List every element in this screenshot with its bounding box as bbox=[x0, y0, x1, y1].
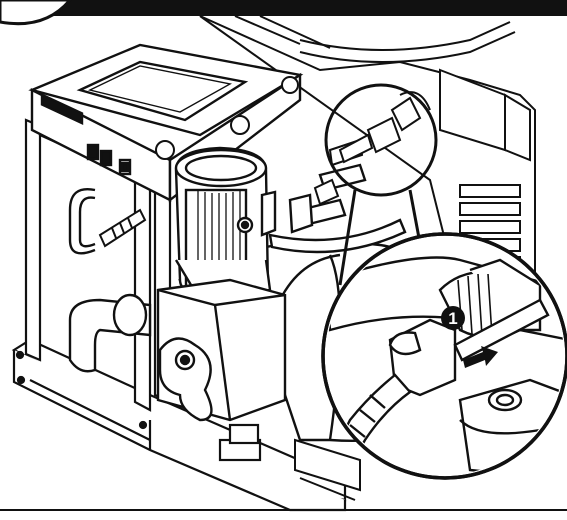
small-magnifier-circle bbox=[324, 83, 438, 197]
magnifier-circle-icon bbox=[321, 232, 567, 480]
hose-fitting-icon bbox=[98, 208, 147, 248]
rear-housing bbox=[199, 15, 536, 302]
base-frame bbox=[11, 338, 347, 512]
middle-hoses bbox=[268, 163, 407, 254]
header-bar bbox=[0, 0, 567, 26]
callout-badge: 1 bbox=[441, 306, 465, 330]
right-lower-frame bbox=[294, 438, 361, 501]
direction-arrow-icon bbox=[463, 346, 498, 368]
lower-elbow-pipe bbox=[68, 293, 152, 373]
small-circle-content bbox=[338, 91, 431, 164]
left-hose-loop bbox=[68, 188, 96, 255]
pump-motor-icon bbox=[174, 146, 277, 303]
pump-head bbox=[156, 278, 287, 422]
callout-number: 1 bbox=[448, 309, 457, 328]
fittings-cluster bbox=[155, 76, 364, 206]
